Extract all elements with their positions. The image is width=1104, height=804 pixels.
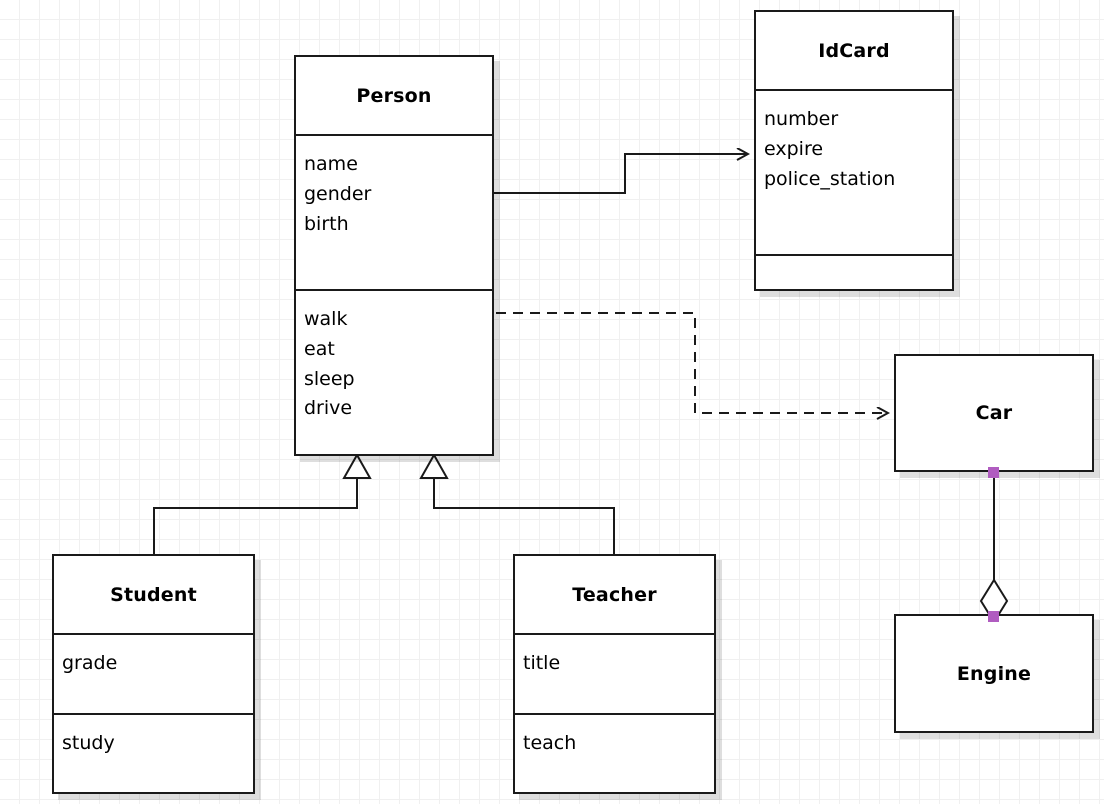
endpoint-handle-engine[interactable] — [988, 611, 999, 622]
class-name-car: Car — [975, 402, 1013, 424]
class-name-person: Person — [356, 84, 432, 107]
class-box-person[interactable]: Person name gender birth walk eat sleep … — [294, 55, 494, 456]
class-attributes-person: name gender birth — [296, 134, 492, 289]
edge-teacher-person[interactable] — [419, 452, 615, 554]
attribute-title: title — [523, 652, 561, 674]
operation-sleep: sleep — [304, 367, 355, 390]
operation-eat: eat — [304, 337, 335, 360]
class-operations-idcard — [756, 254, 952, 289]
attribute-number: number — [764, 108, 839, 130]
class-name-engine: Engine — [956, 662, 1032, 685]
edge-person-idcard[interactable] — [494, 154, 748, 194]
class-operations-person: walk eat sleep drive — [296, 289, 492, 454]
attribute-police-station: police_station — [764, 167, 896, 190]
class-operations-teacher: teach — [515, 713, 714, 794]
attribute-gender: gender — [304, 182, 372, 205]
class-attributes-idcard: number expire police_station — [756, 89, 952, 254]
attribute-grade: grade — [62, 652, 118, 674]
class-attributes-teacher: title — [515, 633, 714, 713]
endpoint-handle-car[interactable] — [988, 467, 999, 478]
class-attributes-student: grade — [54, 633, 253, 713]
operation-walk: walk — [304, 308, 348, 330]
attribute-name: name — [304, 153, 358, 175]
edge-car-engine[interactable] — [979, 472, 1009, 624]
generalization-triangle-teacher — [419, 452, 449, 479]
class-name-teacher: Teacher — [572, 583, 657, 606]
class-name-student: Student — [110, 583, 197, 606]
class-box-student[interactable]: Student grade study — [52, 554, 255, 794]
attribute-expire: expire — [764, 137, 824, 160]
operation-drive: drive — [304, 397, 353, 420]
class-name-idcard: IdCard — [818, 39, 890, 62]
edge-student-person[interactable] — [153, 452, 372, 554]
generalization-triangle-student — [342, 452, 372, 479]
class-operations-student: study — [54, 713, 253, 794]
class-box-car[interactable]: Car — [894, 354, 1094, 472]
operation-teach: teach — [523, 732, 577, 754]
class-box-engine[interactable]: Engine — [894, 614, 1094, 733]
operation-study: study — [62, 732, 115, 754]
attribute-birth: birth — [304, 212, 349, 235]
class-box-idcard[interactable]: IdCard number expire police_station — [754, 10, 954, 291]
edge-person-car[interactable] — [496, 312, 888, 413]
class-box-teacher[interactable]: Teacher title teach — [513, 554, 716, 794]
